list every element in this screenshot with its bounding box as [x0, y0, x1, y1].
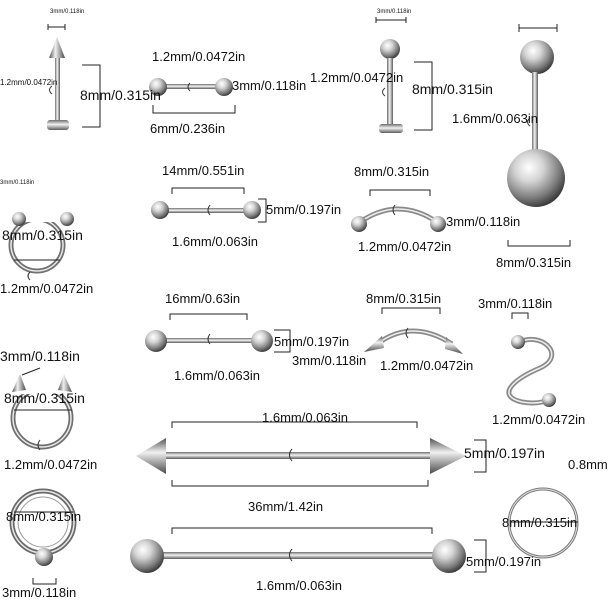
curved-barbell-ball [351, 189, 446, 232]
horseshoe-ball-diameter-label: 8mm/0.315in [2, 227, 83, 243]
curved-ball-length-label: 8mm/0.315in [354, 164, 430, 179]
labret-spike-length-label: 8mm/0.315in [80, 87, 161, 103]
horseshoe-spike-spike-label: 3mm/0.118in [0, 348, 80, 364]
labret-ball [375, 17, 433, 133]
barbell-14mm-length-label: 14mm/0.551in [162, 163, 245, 178]
barbell-16mm-gauge-label: 1.6mm/0.063in [174, 368, 260, 383]
industrial-ball [130, 527, 487, 573]
industrial-spike-length-label: 36mm/1.42in [248, 499, 324, 514]
curved-ball-gauge-label: 1.2mm/0.0472in [358, 239, 452, 254]
labret-ball-gauge-label: 1.2mm/0.0472in [310, 70, 404, 85]
curved-barbell-spike [364, 307, 463, 354]
barbell-14mm-ball-label: 5mm/0.197in [266, 202, 342, 217]
belly-ring-ball-label: 8mm/0.315in [496, 255, 572, 270]
horseshoe-spike-gauge-label: 1.2mm/0.0472in [4, 457, 98, 472]
curved-spike-spike-label: 3mm/0.118in [292, 353, 367, 368]
horseshoe-ball-ball-label: 3mm/0.118in [0, 180, 35, 186]
industrial-spike-spike-label: 5mm/0.197in [464, 445, 545, 461]
horseshoe-ball-gauge-label: 1.2mm/0.0472in [0, 281, 94, 296]
industrial-ball-ball-label: 5mm/0.197in [466, 554, 542, 569]
horseshoe-ball [8, 212, 74, 281]
seamless-ring-gauge-label: 0.8mm [568, 457, 608, 472]
labret-ball-top-label: 3mm/0.118in [377, 9, 412, 15]
seamless-ring-diameter-label: 8mm/0.315in [502, 515, 578, 530]
captive-ring-bead-label: 3mm/0.118in [2, 585, 77, 600]
belly-ring-gauge-label: 1.6mm/0.063in [452, 111, 538, 126]
labret-ball-length-label: 8mm/0.315in [412, 81, 493, 97]
captive-bead-ring [9, 488, 77, 585]
short-barbell-gauge-label: 1.2mm/0.0472in [152, 49, 246, 64]
short-barbell-length-label: 6mm/0.236in [150, 121, 226, 136]
captive-ring-diameter-label: 8mm/0.315in [6, 509, 82, 524]
barbell-16mm-ball-label: 5mm/0.197in [274, 334, 350, 349]
spiral-twister [506, 312, 556, 407]
curved-spike-gauge-label: 1.2mm/0.0472in [380, 358, 474, 373]
barbell-16mm-length-label: 16mm/0.63in [165, 291, 241, 306]
barbell-14mm [151, 187, 267, 223]
spiral-ball-label: 3mm/0.118in [478, 296, 553, 311]
labret-spike [47, 24, 101, 130]
seamless-ring [507, 484, 579, 559]
barbell-16mm [145, 313, 291, 353]
curved-ball-ball-label: 3mm/0.118in [446, 214, 521, 229]
barbell-14mm-gauge-label: 1.6mm/0.063in [172, 234, 258, 249]
labret-spike-gauge-label: 1.2mm/0.0472in [0, 78, 58, 87]
belly-ring [507, 24, 571, 247]
horseshoe-spike [10, 367, 74, 451]
labret-spike-top-label: 3mm/0.118in [50, 9, 85, 15]
spiral-gauge-label: 1.2mm/0.0472in [492, 412, 586, 427]
short-barbell-ball-label: 3mm/0.118in [232, 78, 307, 93]
industrial-spike-gauge-label: 1.6mm/0.063in [262, 410, 348, 425]
curved-spike-length-label: 8mm/0.315in [366, 291, 442, 306]
short-barbell [149, 78, 236, 114]
industrial-ball-gauge-label: 1.6mm/0.063in [256, 578, 342, 593]
industrial-spike [136, 421, 487, 487]
horseshoe-spike-diameter-label: 8mm/0.315in [4, 390, 85, 406]
